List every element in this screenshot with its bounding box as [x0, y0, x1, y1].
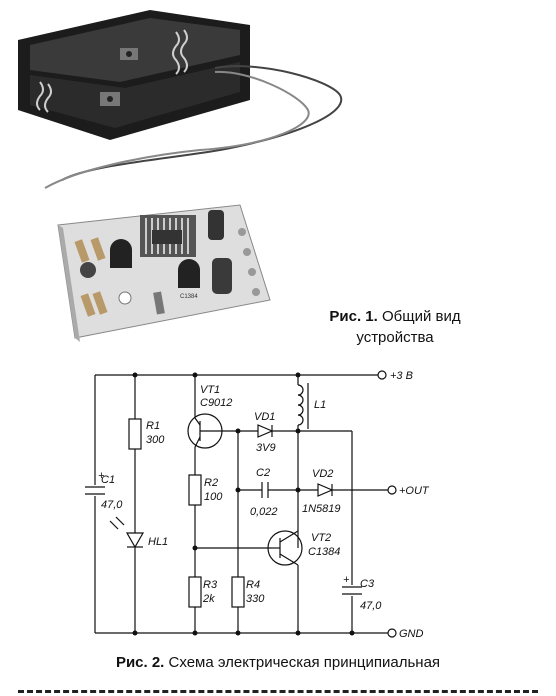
label-r4-value: 330	[246, 593, 265, 605]
label-vt2-value: C1384	[308, 546, 340, 558]
bottom-dashed-divider	[18, 690, 538, 693]
label-c2-ref: C2	[256, 467, 270, 479]
label-r2-value: 100	[204, 491, 223, 503]
label-c1-ref: C1	[101, 474, 115, 486]
figure2-caption: Рис. 2. Схема электрическая принципиальн…	[0, 654, 556, 671]
figure1-caption: Рис. 1. Общий вид устройства	[300, 306, 490, 348]
label-gnd: GND	[399, 628, 424, 640]
label-c1-plus: +	[98, 470, 105, 482]
circuit-board: C1384	[57, 204, 271, 342]
label-plus-3v: +3 В	[390, 370, 413, 382]
label-c1-value: 47,0	[101, 499, 123, 511]
circuit-schematic: +3 В GND +OUT VT1 C9012 VD1 3V9 L1 R1 30…	[85, 370, 430, 640]
label-l1: L1	[314, 399, 326, 411]
label-vd2-value: 1N5819	[302, 503, 341, 515]
label-vt2-ref: VT2	[311, 532, 331, 544]
figure1-caption-line1: Общий вид	[381, 308, 461, 325]
figure1-label: Рис. 1.	[329, 308, 378, 325]
label-vd1-value: 3V9	[256, 442, 276, 454]
figure2-caption-text: Схема электрическая принципиальная	[168, 654, 441, 671]
device-photo: C1384	[18, 10, 343, 342]
battery-wires	[44, 65, 343, 189]
label-vd1-ref: VD1	[254, 411, 275, 423]
label-c3-ref: C3	[360, 578, 375, 590]
label-vt1-value: C9012	[200, 397, 232, 409]
label-c2-value: 0,022	[250, 506, 278, 518]
label-c3-plus: +	[343, 574, 350, 586]
label-hl1: HL1	[148, 536, 168, 548]
label-r1-value: 300	[146, 434, 165, 446]
label-out: +OUT	[399, 485, 430, 497]
label-vt1-ref: VT1	[200, 384, 220, 396]
figure2-label: Рис. 2.	[115, 654, 165, 671]
label-c3-value: 47,0	[360, 600, 382, 612]
label-r4-ref: R4	[246, 579, 260, 591]
board-part-marking: C1384	[180, 294, 198, 300]
label-r3-value: 2k	[202, 593, 215, 605]
label-r1-ref: R1	[146, 420, 160, 432]
figure1-caption-line2: устройства	[356, 329, 434, 346]
label-vd2-ref: VD2	[312, 468, 333, 480]
battery-holder	[18, 10, 250, 140]
label-r3-ref: R3	[203, 579, 218, 591]
label-r2-ref: R2	[204, 477, 218, 489]
